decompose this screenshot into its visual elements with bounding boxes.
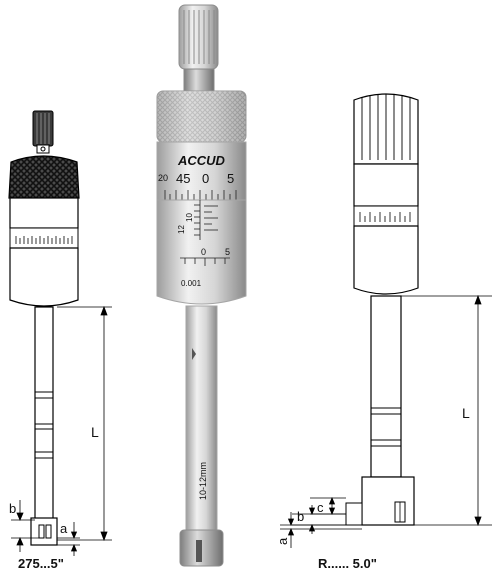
right-dimension-L	[401, 294, 492, 527]
photo-sleeve	[156, 199, 247, 305]
photo-thimble-number-45: 45	[176, 171, 190, 186]
left-ratchet-knob	[32, 110, 54, 154]
left-rod-grooves	[35, 391, 53, 459]
right-sleeve	[353, 225, 419, 295]
left-dim-L-label: L	[91, 424, 99, 440]
left-dimension-a	[57, 522, 80, 556]
left-caption: 275...5"	[18, 556, 64, 571]
left-knurled-thimble	[8, 155, 80, 199]
right-scale-band	[353, 205, 419, 227]
photo-sleeve-ticks	[180, 200, 230, 266]
photo-lower-number-5: 5	[225, 247, 230, 257]
photo-thimble-number-5: 5	[227, 171, 234, 186]
right-side-anvil	[345, 502, 363, 526]
photo-sleeve-number-12: 12	[177, 225, 186, 234]
left-anvil	[38, 524, 45, 539]
photo-range-label: 10-12mm	[198, 462, 208, 500]
photo-sleeve-number-10: 10	[185, 213, 194, 222]
left-sleeve	[9, 247, 79, 307]
left-dim-a-label: a	[60, 521, 68, 536]
right-dim-b-label: b	[297, 509, 304, 524]
photo-brand-logo: ACCUD	[177, 153, 226, 168]
photo-thimble-ticks	[164, 190, 237, 200]
photo-thimble-body	[156, 141, 247, 201]
photo-lower-number-0: 0	[201, 247, 206, 257]
right-dim-a-label: a	[275, 537, 290, 545]
micrometer-photo: ACCUD 20 45 0 5 12 1	[156, 4, 247, 567]
right-thimble-body	[353, 163, 419, 207]
photo-anvil	[196, 540, 202, 562]
right-dim-L-label: L	[462, 405, 470, 421]
right-measuring-rod	[370, 295, 402, 478]
left-dimension-L	[57, 305, 112, 542]
right-dimension-a	[280, 512, 362, 548]
right-caption: R...... 5.0"	[318, 556, 377, 571]
left-dim-b-label: b	[9, 501, 16, 516]
right-rod-grooves	[371, 407, 401, 447]
left-thimble-body	[9, 197, 79, 229]
left-micrometer-drawing: L b a	[8, 110, 112, 556]
photo-resolution-label: 0.001	[181, 279, 202, 288]
photo-measuring-rod	[185, 305, 218, 535]
photo-thimble-shade	[157, 91, 246, 142]
right-dim-c-label: c	[317, 500, 324, 515]
right-micrometer-drawing: L c b a	[275, 93, 492, 548]
photo-ratchet-neck	[183, 68, 215, 92]
photo-thimble-number-20: 20	[158, 173, 168, 183]
left-dimension-b	[11, 500, 39, 552]
photo-ratchet-ribs	[183, 10, 215, 64]
right-measuring-head	[361, 476, 415, 526]
photo-thimble-number-0: 0	[202, 171, 209, 186]
photo-rod-marker	[192, 348, 196, 360]
right-dimension-c	[310, 496, 346, 516]
left-anvil	[45, 524, 52, 539]
